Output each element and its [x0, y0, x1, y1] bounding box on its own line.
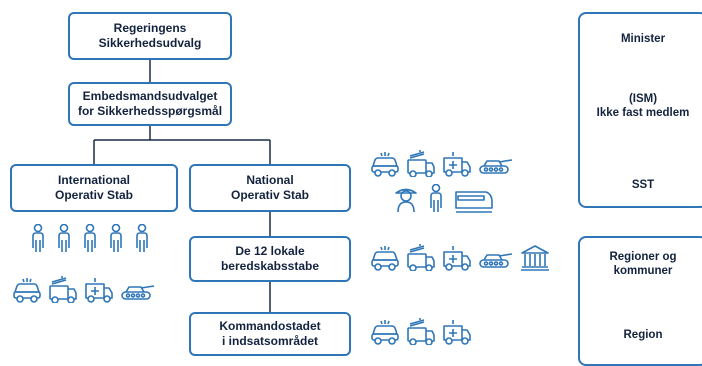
connector-lines	[93, 60, 271, 312]
ambulance-icon	[443, 151, 471, 177]
side-panel-regions: Regioner og kommuner Region	[578, 236, 702, 366]
box-international-operativ-stab: International Operativ Stab	[10, 164, 178, 212]
box-embedsmandsudvalget: Embedsmandsudvalget for Sikkerhedsspørgs…	[68, 82, 232, 126]
tank-icon	[479, 253, 513, 268]
box-label: International Operativ Stab	[54, 173, 134, 202]
box-label: National Operativ Stab	[230, 173, 310, 202]
side-label-minister: Minister	[620, 33, 666, 45]
police-car-icon	[371, 151, 399, 177]
ambulance-icon	[443, 245, 471, 271]
side-label-regioner: Regioner og kommuner	[609, 251, 677, 277]
box-label: Embedsmandsudvalget for Sikkerhedsspørgs…	[77, 89, 223, 118]
police-car-icon	[13, 277, 41, 303]
police-car-icon	[371, 245, 399, 271]
box-label: De 12 lokale beredskabsstabe	[220, 244, 320, 273]
train-icon	[455, 191, 493, 213]
fire-truck-icon	[407, 318, 435, 345]
box-regeringens-sikkerhedsudvalg: Regeringens Sikkerhedsudvalg	[68, 12, 232, 60]
side-label-ism: (ISM) Ikke fast medlem	[596, 93, 690, 119]
icon-group-lokale	[370, 244, 550, 271]
side-label-region: Region	[623, 329, 663, 341]
fire-truck-icon	[407, 244, 435, 271]
icon-group-national-vehicles	[370, 150, 514, 177]
box-national-operativ-stab: National Operativ Stab	[189, 164, 351, 212]
building-icon	[520, 245, 550, 271]
person-icon	[430, 184, 442, 213]
icon-group-international-vehicles	[12, 276, 156, 303]
icon-group-international-people	[30, 224, 150, 254]
box-label: Kommandostadet i indsatsområdet	[219, 319, 321, 348]
tank-icon	[479, 159, 513, 174]
side-label-sst: SST	[631, 179, 655, 191]
fire-truck-icon	[49, 276, 77, 303]
ambulance-icon	[85, 277, 113, 303]
box-kommandostadet: Kommandostadet i indsatsområdet	[189, 312, 351, 356]
tank-icon	[121, 285, 155, 300]
person-icon	[136, 224, 148, 253]
fire-truck-icon	[407, 150, 435, 177]
person-icon	[84, 224, 96, 253]
person-icon	[110, 224, 122, 253]
person-icon	[32, 224, 44, 253]
side-panel-ministry: Minister (ISM) Ikke fast medlem SST	[578, 12, 702, 208]
soldier-person-icon	[395, 188, 417, 213]
ambulance-icon	[443, 319, 471, 345]
box-lokale-beredskabsstabe: De 12 lokale beredskabsstabe	[189, 236, 351, 282]
person-icon	[58, 224, 70, 253]
box-label: Regeringens Sikkerhedsudvalg	[98, 21, 202, 50]
icon-group-kommando	[370, 318, 472, 345]
police-car-icon	[371, 319, 399, 345]
icon-group-national-persons	[394, 184, 494, 214]
